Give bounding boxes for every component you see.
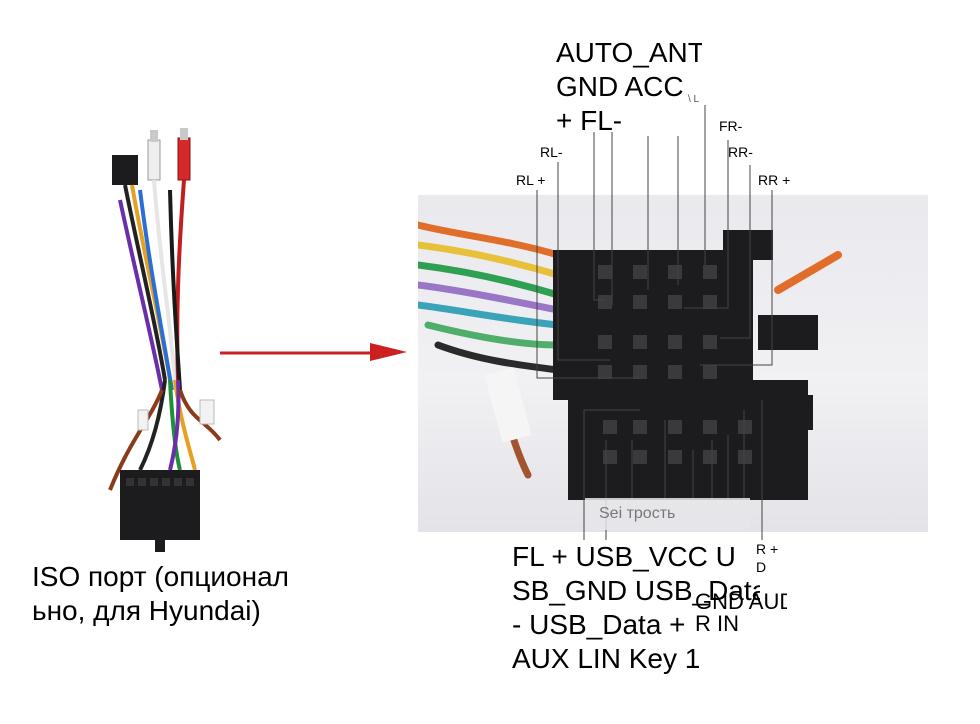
bottom-pin-caption: FL + USB_VCC U SB_GND USB_Data - USB_Dat…	[512, 540, 760, 676]
pin-label-rl-minus: RL-	[540, 144, 563, 160]
bottom-caption-line-3: - USB_Data +	[512, 609, 686, 640]
bottom-caption-line-1: FL + USB_VCC U	[512, 541, 736, 572]
arrow-icon	[220, 343, 407, 361]
top-pin-caption: AUTO_ANT GND ACC + FL-	[556, 36, 702, 138]
top-small-mark: \ L	[688, 94, 700, 105]
iso-harness-image	[108, 128, 222, 552]
watermark: Sei трость	[585, 498, 750, 530]
bottom-caption-line-4: AUX LIN Key 1	[512, 643, 701, 674]
iso-caption-line-2: ьно, для Hyundai)	[32, 595, 261, 626]
pin-label-rr-plus: RR +	[758, 172, 791, 188]
pin-label-rl-plus: RL +	[516, 172, 546, 188]
pin-label-fr-minus: FR-	[719, 118, 743, 134]
pin-label-rr-minus: RR-	[728, 144, 753, 160]
iso-port-caption: ISO порт (опционал ьно, для Hyundai)	[32, 560, 317, 628]
d-line: D	[756, 559, 767, 575]
top-caption-line-2: GND ACC	[556, 71, 684, 102]
top-caption-line-1: AUTO_ANT	[556, 37, 702, 68]
gnd-audio-label: GND AUDIO	[695, 590, 787, 614]
connector-photo	[418, 195, 928, 532]
iso-caption-line-1: ISO порт (опционал	[32, 561, 289, 592]
r-plus-line: R +	[756, 541, 779, 557]
bottom-caption-line-2: SB_GND USB_Data	[512, 575, 760, 606]
r-in-label: R IN	[695, 611, 739, 636]
r-plus-d-label: R + D	[756, 540, 778, 576]
top-caption-line-3: + FL-	[556, 105, 623, 136]
